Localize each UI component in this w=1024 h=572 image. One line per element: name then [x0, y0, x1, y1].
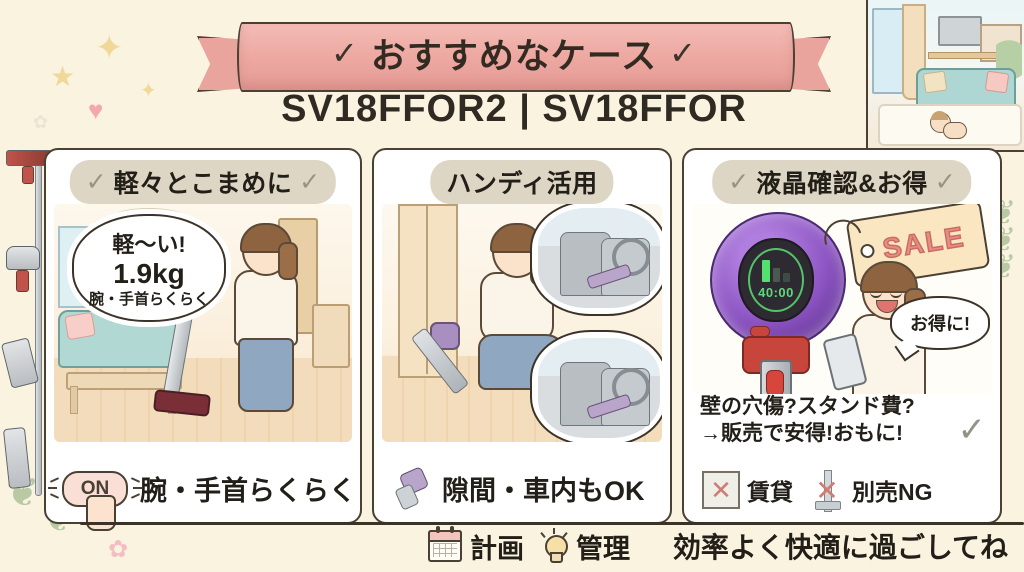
panel2-caption-text: 隙間・車内もOK — [442, 475, 645, 506]
weight-speech-bubble: 軽〜い! 1.9kg 腕・手首らくらく — [72, 214, 226, 322]
handheld-vacuum-icon — [394, 466, 430, 511]
combination-tool-icon — [2, 427, 32, 489]
panel3-text-block: 壁の穴傷?スタンド費? →販売で安得!おもに! ✓ — [700, 394, 986, 449]
check-icon: ✓ — [299, 168, 321, 196]
badge-separate-sale: ✕ 別売NG — [809, 470, 933, 512]
check-icon: ✓ — [728, 168, 750, 196]
panel1-caption-text: 腕・手首らくらく — [140, 476, 356, 506]
soft-brush-tool-icon — [6, 246, 40, 292]
panel1-caption: ON 腕・手首らくらく — [48, 469, 356, 531]
check-icon-right: ✓ — [669, 35, 697, 71]
banner-title-row: ✓ おすすめなケース ✓ — [237, 22, 791, 84]
bottom-bar-items: 計画 管理 — [428, 526, 630, 566]
bottom-item-plan-label: 計画 — [470, 533, 524, 564]
vacuum-wand-graphic — [35, 164, 42, 496]
flower-white-icon: ✿ — [33, 112, 49, 132]
sale-tag-label: SALE — [880, 220, 968, 265]
sparkle-icon: ✦ — [95, 29, 124, 67]
car-thought-bubble-1 — [530, 204, 662, 316]
bottom-item-manage: 管理 — [540, 527, 630, 566]
panel-handheld: ハンディ活用 隙間・車内もOK — [372, 148, 672, 524]
cushion-graphic — [922, 70, 948, 94]
check-icon-large: ✓ — [957, 411, 987, 449]
bottom-bar: 計画 管理 効率よく快適に過ごしてね — [0, 520, 1024, 572]
check-icon: ✓ — [85, 168, 107, 196]
vacuum-motor-graphic: 40:00 — [706, 212, 848, 394]
lcd-display: 40:00 — [738, 238, 814, 322]
lightbulb-icon — [540, 528, 568, 563]
panel2-header: ハンディ活用 — [430, 160, 614, 204]
vacuum-x-icon: ✕ — [809, 470, 845, 512]
car-thought-bubble-2 — [530, 330, 662, 442]
check-icon: ✓ — [934, 168, 956, 196]
banner: ✓ おすすめなケース ✓ SV18FFOR2 | SV18FFOR — [197, 22, 831, 130]
check-icon-left: ✓ — [331, 35, 359, 71]
banner-title: おすすめなケース — [370, 36, 658, 76]
bubble-line-3: 腕・手首らくらく — [88, 291, 209, 309]
bubble-line-1: 軽〜い! — [112, 231, 186, 257]
x-mark: ✕ — [710, 475, 732, 505]
closing-message: 効率よく快適に過ごしてね — [672, 532, 1008, 563]
panel2-illustration — [382, 204, 662, 442]
panel3-illustration: 40:00 SALE お得に! — [692, 204, 992, 394]
model-numbers: SV18FFOR2 | SV18FFOR — [281, 88, 747, 130]
heart-icon: ♥ — [88, 95, 104, 125]
living-room-illustration — [866, 0, 1024, 152]
panel3-line-1: 壁の穴傷?スタンド費? — [700, 395, 915, 418]
bottom-item-manage-label: 管理 — [576, 533, 630, 564]
panel3-badge-row: ✕ 賃貸 ✕ 別売NG — [702, 470, 933, 512]
baby-graphic — [930, 111, 967, 140]
lcd-timer-value: 40:00 — [758, 285, 794, 300]
panel2-caption: 隙間・車内もOK — [394, 466, 645, 511]
panel3-line-2: →販売で安得!おもに! — [700, 421, 903, 445]
x-box-icon: ✕ — [702, 471, 740, 509]
tv-graphic — [938, 16, 982, 46]
x-mark: ✕ — [815, 474, 839, 506]
attachment-tools-strip — [0, 150, 52, 510]
badge-rental: ✕ 賃貸 — [702, 471, 793, 509]
panel-lightweight: ✓ 軽々とこまめに ✓ 軽〜い! 1.9kg 腕・手首らくらく — [44, 148, 362, 531]
deal-speech-bubble: お得に! — [890, 296, 990, 350]
panel2-header-label: ハンディ活用 — [446, 170, 598, 198]
divider-line — [80, 522, 1024, 525]
star-icon: ★ — [50, 61, 76, 92]
crevice-tool-icon — [0, 337, 40, 389]
badge-rental-label: 賃貸 — [747, 479, 793, 505]
sparkle-small-icon: ✦ — [140, 80, 157, 102]
floor-head-tool-icon — [6, 150, 52, 184]
panel-lcd-and-deal: ✓ 液晶確認&お得 ✓ 40:00 SALE — [682, 148, 1002, 524]
bottom-item-plan: 計画 — [428, 526, 524, 566]
panel1-header-label: 軽々とこまめに — [113, 170, 293, 198]
bubble-weight-value: 1.9kg — [113, 257, 185, 289]
panel3-header: ✓ 液晶確認&お得 ✓ — [712, 160, 972, 204]
cushion-graphic — [984, 70, 1010, 94]
panel1-header: ✓ 軽々とこまめに ✓ — [69, 160, 337, 204]
panel3-header-label: 液晶確認&お得 — [756, 170, 928, 198]
calendar-icon — [428, 526, 462, 562]
ribbon-body — [237, 22, 795, 92]
badge-separate-sale-label: 別売NG — [852, 479, 933, 505]
panel1-illustration: 軽〜い! 1.9kg 腕・手首らくらく — [54, 204, 352, 442]
